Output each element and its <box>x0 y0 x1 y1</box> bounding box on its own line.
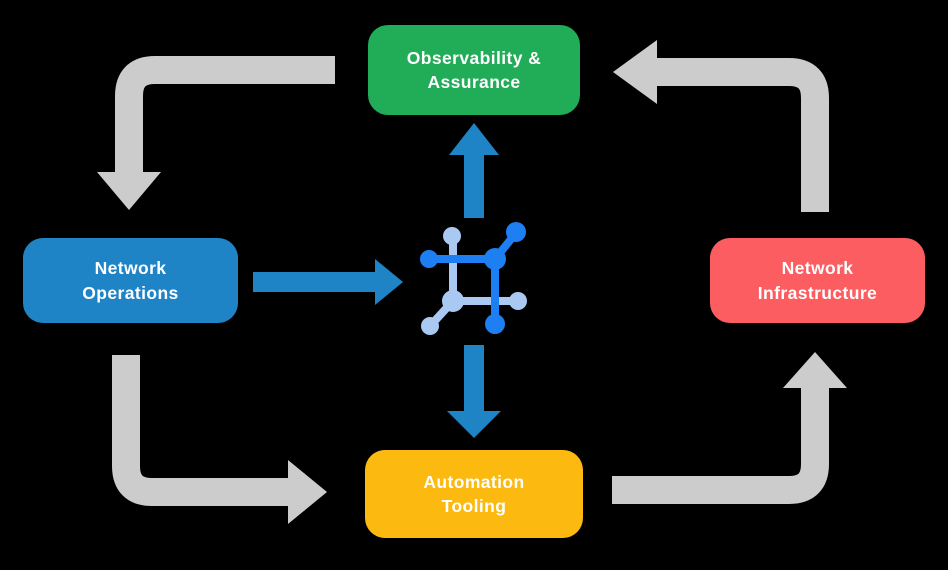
node-label-line: Assurance <box>427 72 521 92</box>
arrow-infrastructure-to-observability <box>613 40 829 212</box>
network-mesh-icon-dark-part <box>420 222 526 334</box>
node-label-line: Automation <box>423 471 525 492</box>
arrow-center-to-observability <box>449 123 499 218</box>
node-label-line: Tooling <box>441 496 507 516</box>
network-mesh-icon <box>420 222 527 335</box>
blue-arrows <box>253 123 501 438</box>
arrow-operations-to-center <box>253 259 403 305</box>
node-label-line: Network <box>781 258 854 278</box>
arrow-operations-to-automation <box>112 355 327 524</box>
gray-arrows <box>97 40 847 524</box>
arrow-observability-to-operations <box>97 56 335 210</box>
node-network-operations: Network Operations <box>23 238 238 323</box>
node-label-line: Operations <box>82 282 179 303</box>
node-automation-tooling: Automation Tooling <box>365 450 583 538</box>
arrow-automation-to-infrastructure <box>612 352 847 504</box>
node-observability-assurance: Observability & Assurance <box>368 25 580 115</box>
node-label-line: Observability & <box>406 47 542 68</box>
arrow-center-to-automation <box>447 345 501 438</box>
node-network-infrastructure: Network Infrastructure <box>710 238 925 323</box>
node-label-line: Network <box>94 258 167 278</box>
node-label-line: Infrastructure <box>757 282 878 303</box>
